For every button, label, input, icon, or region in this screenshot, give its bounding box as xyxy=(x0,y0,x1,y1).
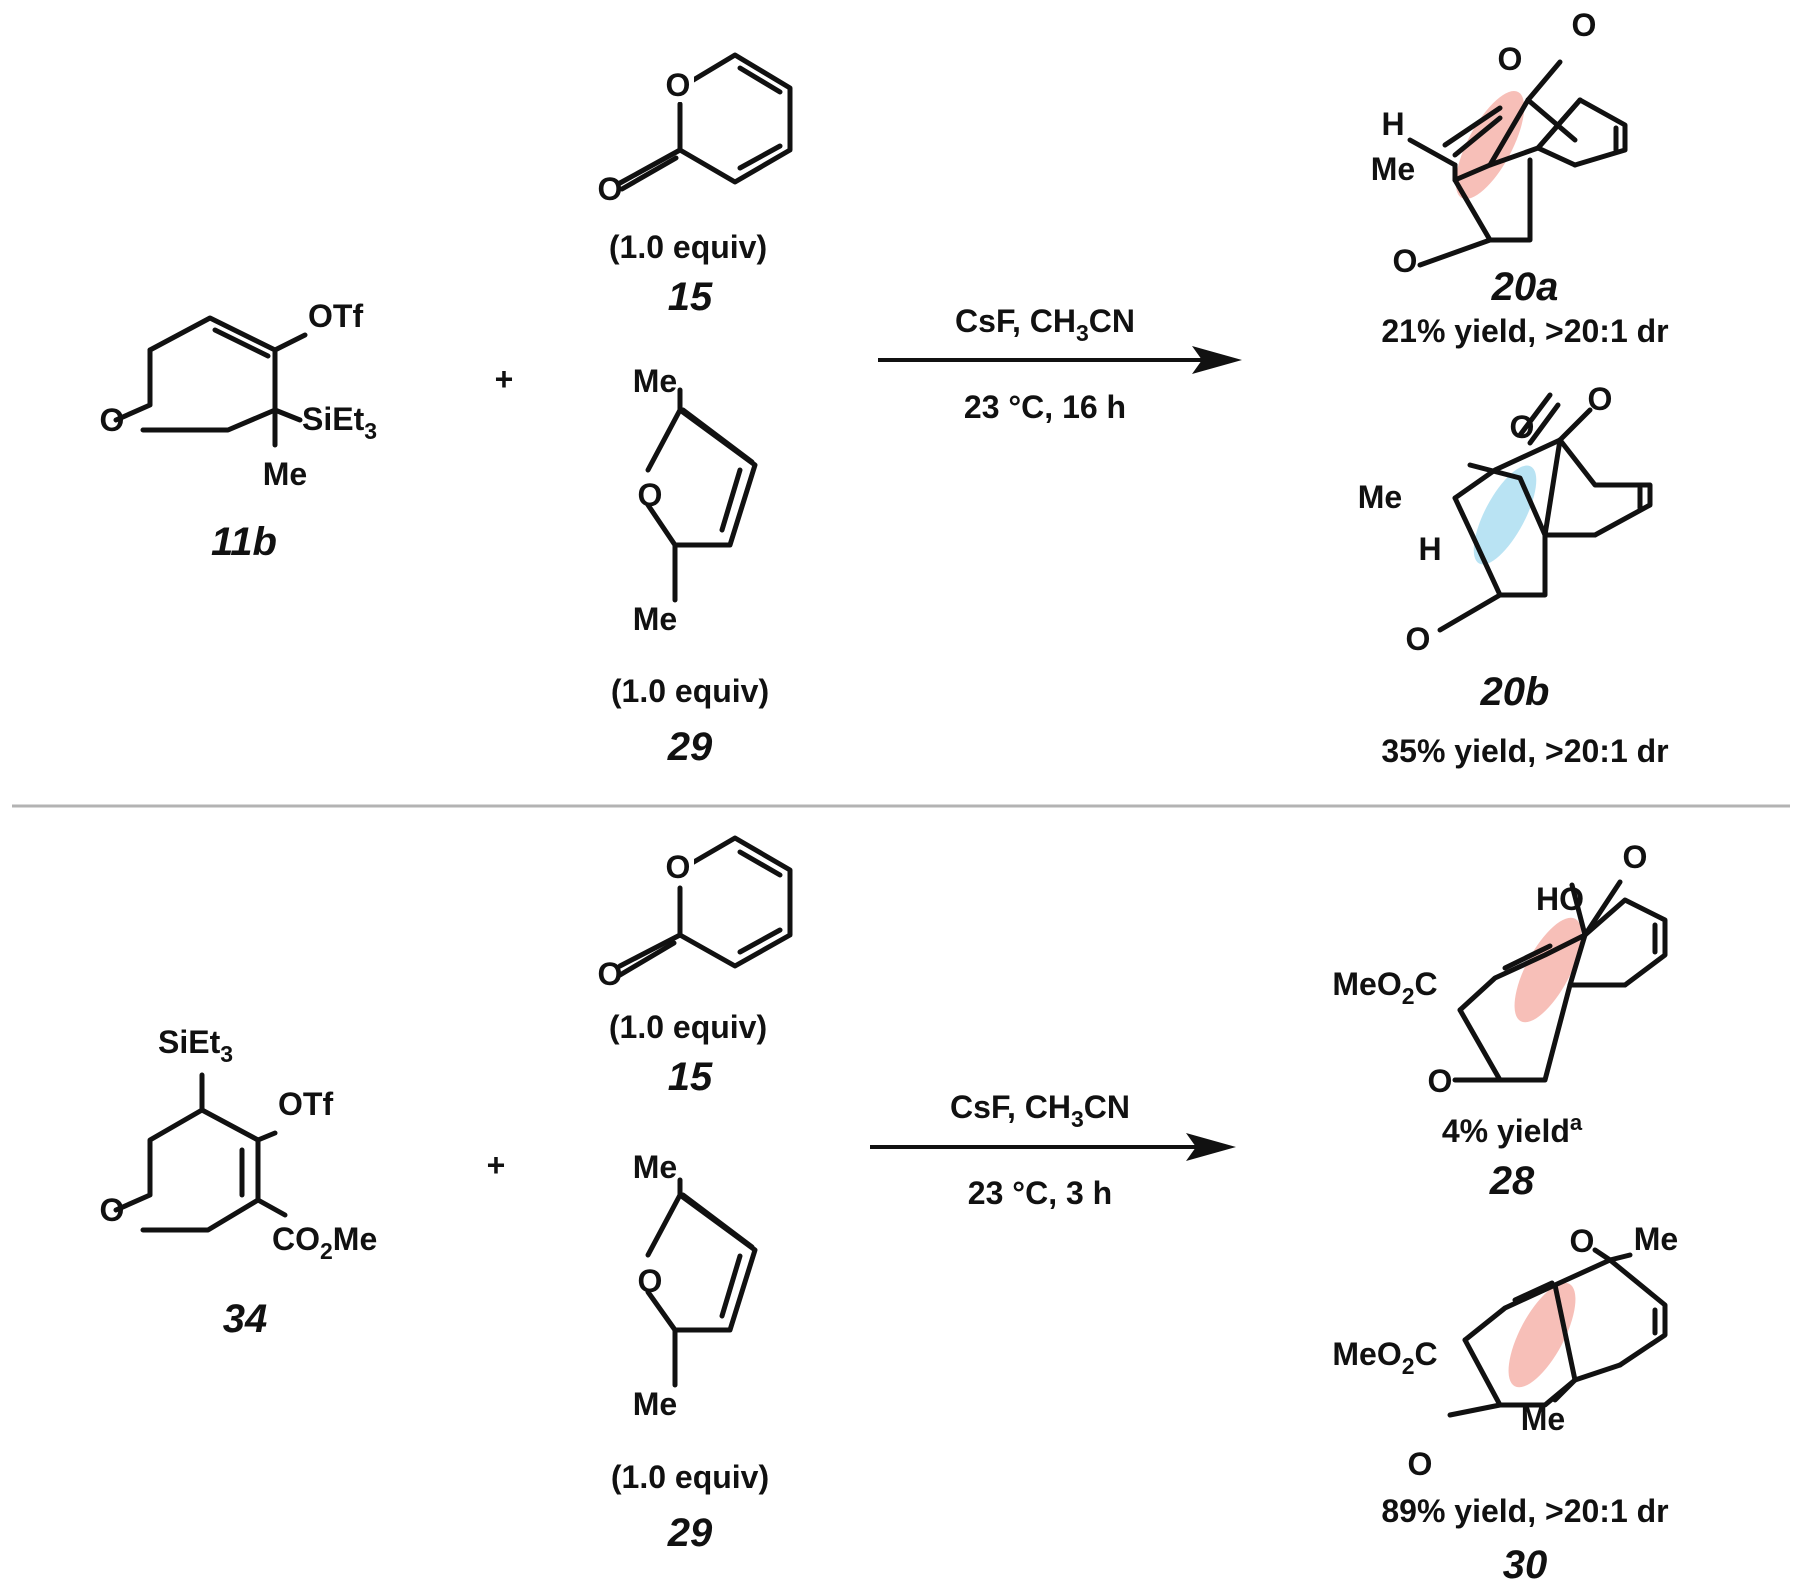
compound-id-29-bottom: 29 xyxy=(667,1511,713,1555)
compound-34-structure: O SiEt3 OTf CO2Me xyxy=(100,1024,378,1264)
20a-bridge-oxygen: O xyxy=(1572,7,1597,43)
compound-id-20b: 20b xyxy=(1480,670,1550,714)
conditions-1-reagents: CsF, CH3CN xyxy=(955,303,1135,346)
20b-highlight xyxy=(1473,465,1537,565)
conditions-2-reagents: CsF, CH3CN xyxy=(950,1089,1130,1132)
11b-ring-oxygen: O xyxy=(100,402,125,438)
yield-28: 4% yielda xyxy=(1442,1110,1583,1149)
20b-bridge-oxygen: O xyxy=(1588,381,1613,417)
plus-sign-2: + xyxy=(487,1147,506,1183)
equiv-15-bottom: (1.0 equiv) xyxy=(609,1009,767,1045)
yield-20a: 21% yield, >20:1 dr xyxy=(1381,313,1668,349)
plus-sign-1: + xyxy=(495,361,514,397)
20a-h-label: H xyxy=(1381,106,1404,142)
30-bridge-oxygen: O xyxy=(1570,1223,1595,1259)
11b-me-label: Me xyxy=(263,456,307,492)
34-sitet3-label: SiEt3 xyxy=(158,1024,233,1067)
compound-id-15-top: 15 xyxy=(668,275,713,319)
equiv-15-top: (1.0 equiv) xyxy=(609,229,767,265)
compound-id-30: 30 xyxy=(1503,1543,1548,1587)
compound-29-structure-bottom: Me O Me xyxy=(633,1149,758,1422)
29-bottom-oxygen: O xyxy=(638,1263,663,1299)
30-me-top: Me xyxy=(1634,1221,1678,1257)
compound-id-29-top: 29 xyxy=(667,725,713,769)
compound-15-structure-top: O O xyxy=(598,52,793,207)
conditions-2-temp-time: 23 °C, 3 h xyxy=(968,1175,1112,1211)
28-bridge-oxygen: O xyxy=(1623,839,1648,875)
compound-15-structure-bottom: O O xyxy=(598,835,793,992)
15b-carbonyl-oxygen: O xyxy=(598,956,623,992)
20b-carbonyl-oxygen: O xyxy=(1510,409,1535,445)
30-ester-label: MeO2C xyxy=(1332,1336,1437,1379)
compound-20a-structure: O O H Me O xyxy=(1371,7,1628,279)
15-carbonyl-oxygen: O xyxy=(598,171,623,207)
34-ring-oxygen: O xyxy=(100,1192,125,1228)
compound-id-34: 34 xyxy=(223,1297,268,1341)
29-top-me-2: Me xyxy=(633,601,677,637)
30-me-bottom: Me xyxy=(1521,1401,1565,1437)
arrow-head-2 xyxy=(1186,1133,1236,1161)
conditions-1-temp-time: 23 °C, 16 h xyxy=(964,389,1126,425)
20b-ring-oxygen: O xyxy=(1406,621,1431,657)
20b-me-label: Me xyxy=(1358,479,1402,515)
yield-30: 89% yield, >20:1 dr xyxy=(1381,1493,1668,1529)
20a-me-label: Me xyxy=(1371,151,1415,187)
compound-id-15-bottom: 15 xyxy=(668,1055,713,1099)
20a-ring-oxygen: O xyxy=(1393,243,1418,279)
20a-highlight xyxy=(1455,91,1525,199)
equiv-29-top: (1.0 equiv) xyxy=(611,673,769,709)
34-co2me-label: CO2Me xyxy=(272,1221,377,1264)
arrow-head-1 xyxy=(1192,346,1242,374)
yield-20b: 35% yield, >20:1 dr xyxy=(1381,733,1668,769)
28-hydroxyl-label: HO xyxy=(1536,881,1584,917)
15-ring-oxygen: O xyxy=(666,67,691,103)
compound-id-20a: 20a xyxy=(1491,265,1559,309)
20a-carbonyl-oxygen: O xyxy=(1498,41,1523,77)
11b-sitet3-label: SiEt3 xyxy=(302,401,377,444)
34-otf-label: OTf xyxy=(278,1086,333,1122)
15b-ring-oxygen: O xyxy=(666,849,691,885)
28-ring-oxygen: O xyxy=(1428,1063,1453,1099)
compound-id-28: 28 xyxy=(1489,1159,1535,1203)
20b-h-label: H xyxy=(1418,531,1441,567)
compound-id-11b: 11b xyxy=(211,520,277,564)
11b-otf-label: OTf xyxy=(308,298,363,334)
28-ester-label: MeO2C xyxy=(1332,966,1437,1009)
29-top-oxygen: O xyxy=(638,477,663,513)
equiv-29-bottom: (1.0 equiv) xyxy=(611,1459,769,1495)
compound-20b-structure: O O Me H O xyxy=(1358,381,1653,657)
compound-30-structure: O Me MeO2C Me O xyxy=(1332,1221,1678,1482)
compound-29-structure-top: Me O Me xyxy=(633,363,758,637)
compound-28-structure: HO O MeO2C O xyxy=(1332,839,1668,1099)
29-top-me: Me xyxy=(633,363,677,399)
29-bottom-me-2: Me xyxy=(633,1386,677,1422)
29-bottom-me: Me xyxy=(633,1149,677,1185)
compound-11b-structure: O OTf SiEt3 Me xyxy=(100,298,377,492)
30-ring-oxygen: O xyxy=(1408,1446,1433,1482)
